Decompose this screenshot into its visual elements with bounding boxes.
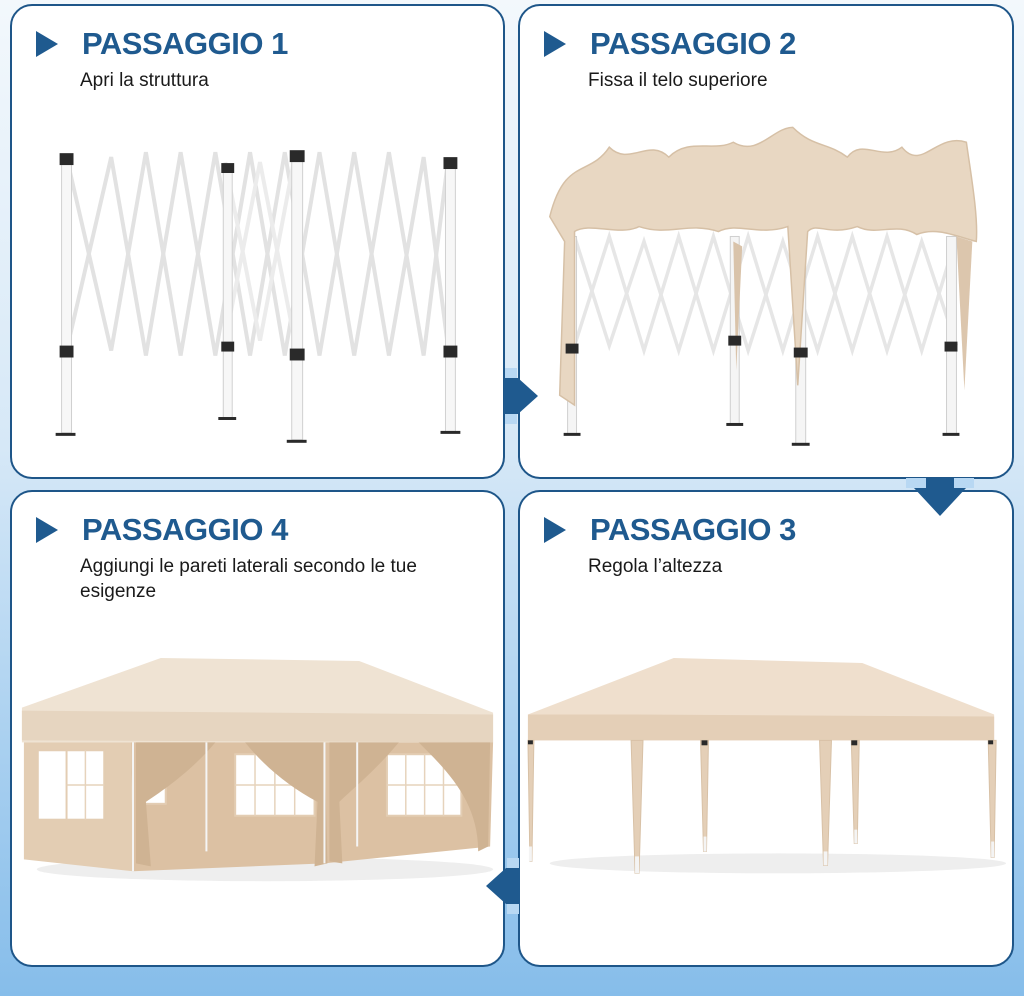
step-3-subtitle: Regola l’altezza — [588, 556, 723, 577]
gazebo-standing-image — [520, 602, 1012, 962]
arrow-down-icon — [906, 478, 974, 516]
step-1-panel: PASSAGGIO 1 Apri la struttura — [10, 4, 505, 479]
play-triangle-icon — [544, 31, 566, 57]
play-triangle-icon — [544, 517, 566, 543]
folded-frame-image — [12, 116, 503, 476]
step-4-subtitle: Aggiungi le pareti laterali secondo le t… — [80, 556, 417, 602]
step-4-panel: PASSAGGIO 4 Aggiungi le pareti laterali … — [10, 490, 505, 967]
arrow-left-icon — [486, 858, 520, 914]
step-3-header: PASSAGGIO 3 — [544, 512, 796, 548]
step-3-title: PASSAGGIO 3 — [590, 512, 796, 547]
gazebo-with-sidewalls-image — [12, 602, 503, 962]
step-1-title: PASSAGGIO 1 — [82, 26, 288, 61]
arrow-right-icon — [504, 368, 538, 424]
draped-canopy-image — [520, 116, 1012, 476]
step-4-title: PASSAGGIO 4 — [82, 512, 288, 547]
step-3-panel: PASSAGGIO 3 Regola l’altezza — [518, 490, 1014, 967]
step-2-title: PASSAGGIO 2 — [590, 26, 796, 61]
step-2-panel: PASSAGGIO 2 Fissa il telo superiore — [518, 4, 1014, 479]
play-triangle-icon — [36, 31, 58, 57]
step-1-subtitle: Apri la struttura — [80, 70, 209, 91]
step-2-header: PASSAGGIO 2 — [544, 26, 796, 62]
step-2-subtitle: Fissa il telo superiore — [588, 70, 768, 91]
step-1-header: PASSAGGIO 1 — [36, 26, 288, 62]
play-triangle-icon — [36, 517, 58, 543]
step-4-header: PASSAGGIO 4 — [36, 512, 288, 548]
